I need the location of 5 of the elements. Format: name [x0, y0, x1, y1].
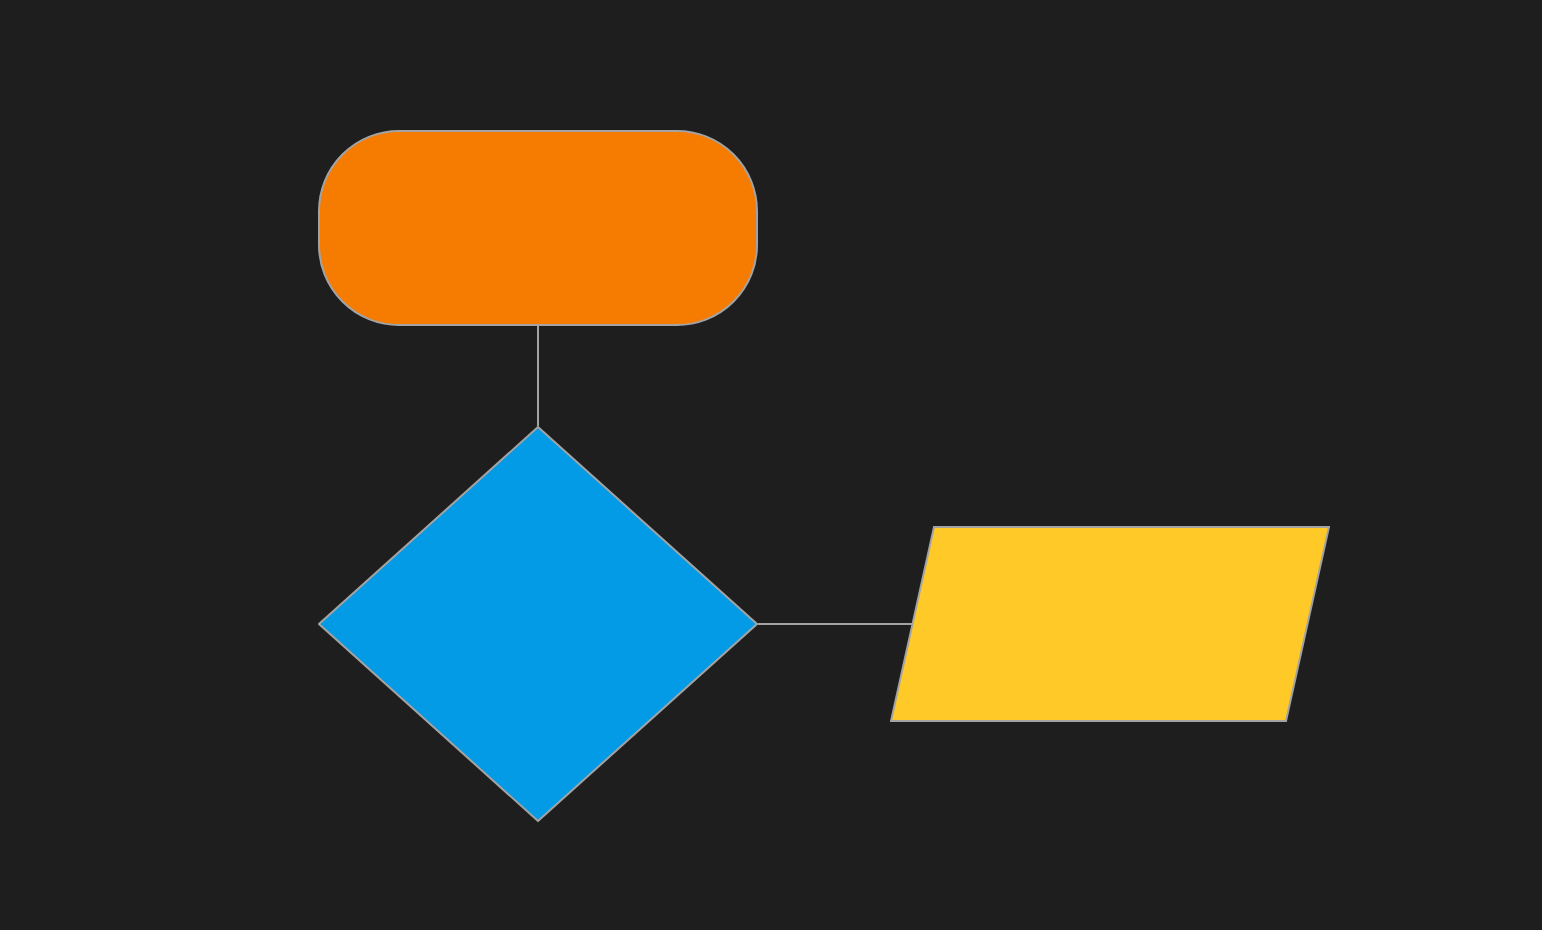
- data-parallelogram: [890, 526, 1330, 722]
- connector-line: [537, 325, 539, 427]
- connector-line: [757, 623, 913, 625]
- terminal-shape: [318, 130, 758, 326]
- decision-diamond: [318, 426, 758, 822]
